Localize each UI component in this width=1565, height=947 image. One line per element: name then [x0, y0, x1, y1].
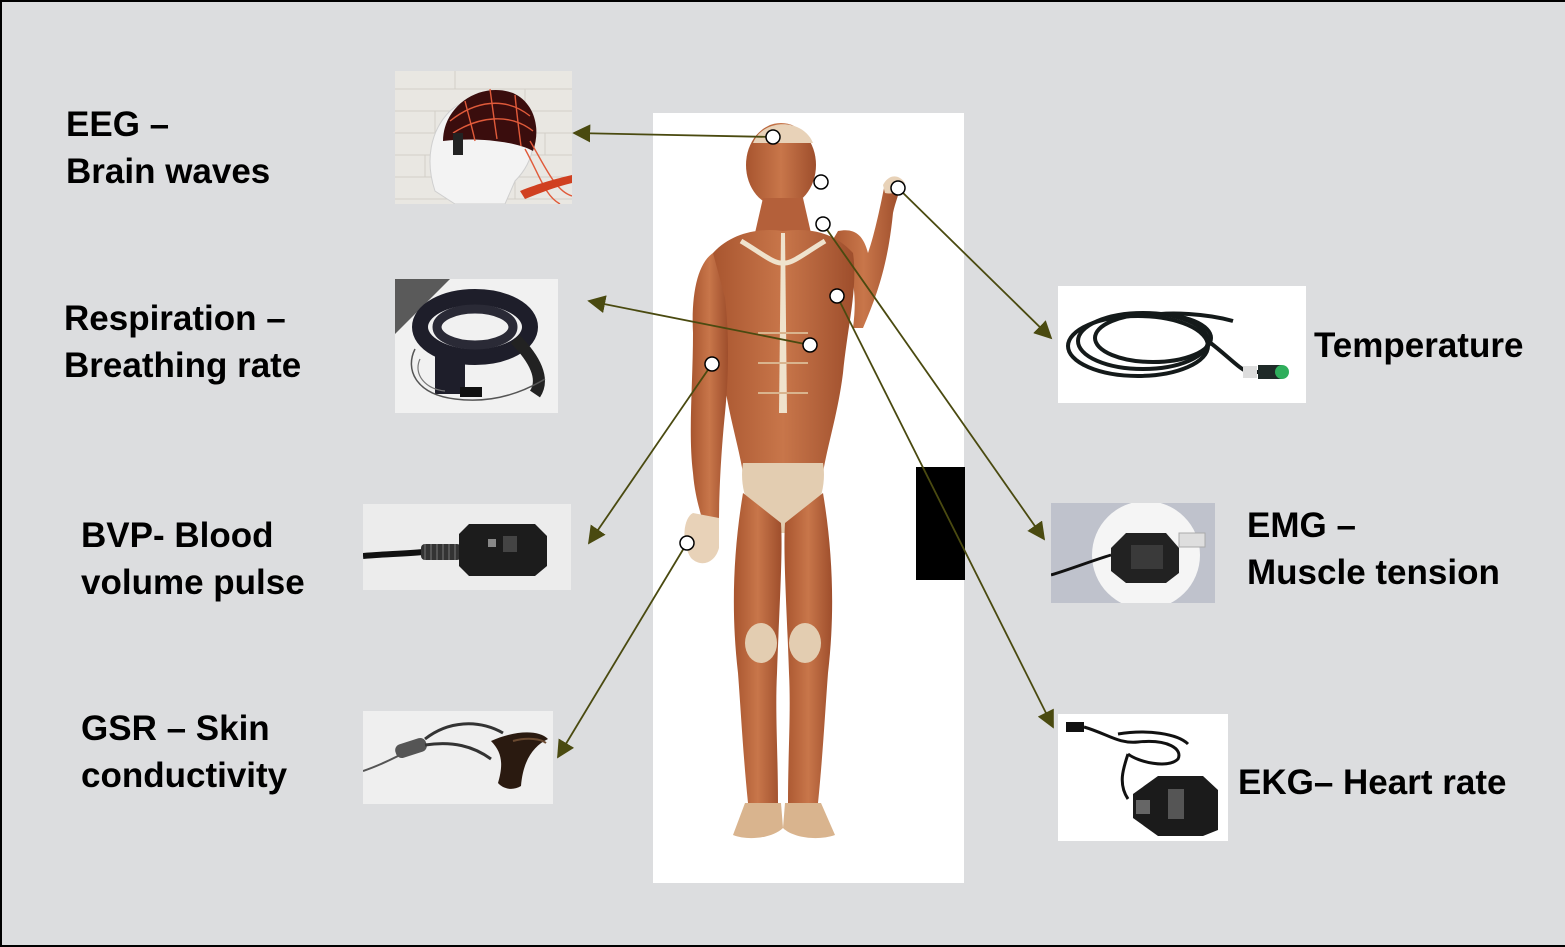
- ekg-label-line1: EKG– Heart rate: [1238, 759, 1506, 806]
- gsr-finger-sensor-photo: [363, 711, 553, 804]
- respiration-belt-photo: [395, 279, 558, 413]
- bvp-label: BVP- Blood volume pulse: [81, 512, 305, 606]
- temperature-label-line1: Temperature: [1314, 322, 1523, 369]
- bvp-label-line1: BVP- Blood: [81, 512, 305, 559]
- eeg-label-line2: Brain waves: [66, 148, 270, 195]
- emg-label-line2: Muscle tension: [1247, 549, 1500, 596]
- ekg-sensor-photo: [1058, 714, 1228, 841]
- emg-label-line1: EMG –: [1247, 502, 1500, 549]
- respiration-label-line1: Respiration –: [64, 295, 301, 342]
- eeg-label-line1: EEG –: [66, 101, 270, 148]
- eeg-label: EEG – Brain waves: [66, 101, 270, 195]
- temperature-label: Temperature: [1314, 322, 1523, 369]
- gsr-label-line2: conductivity: [81, 752, 287, 799]
- ekg-label: EKG– Heart rate: [1238, 759, 1506, 806]
- emg-electrode-photo: [1051, 503, 1215, 603]
- bvp-label-line2: volume pulse: [81, 559, 305, 606]
- respiration-label-line2: Breathing rate: [64, 342, 301, 389]
- bvp-sensor-photo: [363, 504, 571, 590]
- redaction-box: [916, 467, 965, 580]
- gsr-label: GSR – Skin conductivity: [81, 705, 287, 799]
- respiration-label: Respiration – Breathing rate: [64, 295, 301, 389]
- gsr-label-line1: GSR – Skin: [81, 705, 287, 752]
- eeg-electrode-cap-photo: [395, 71, 572, 204]
- emg-label: EMG – Muscle tension: [1247, 502, 1500, 596]
- temperature-sensor-photo: [1058, 286, 1306, 403]
